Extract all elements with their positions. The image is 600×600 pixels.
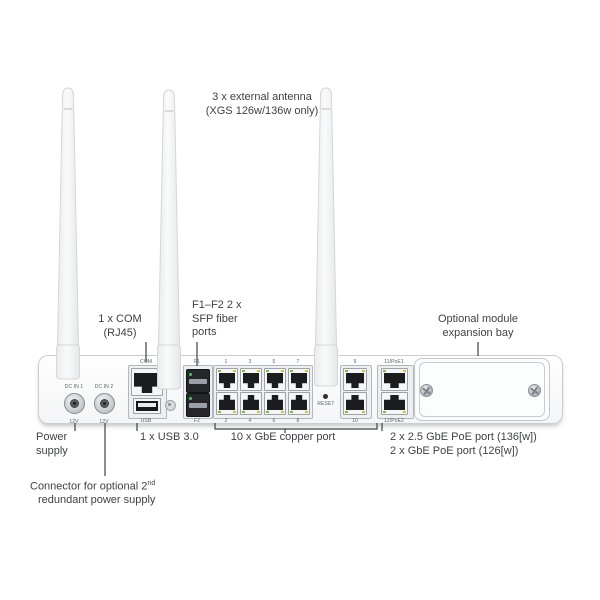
- port-label-2: 2: [224, 418, 228, 424]
- port-label-12-poe2: 12/PoE2: [384, 418, 404, 424]
- port-label-9: 9: [353, 359, 357, 365]
- callout-sfp: F1–F2 2 x SFP fiber ports: [192, 299, 242, 338]
- ethernet-port-8: [288, 392, 310, 415]
- reset-button: [323, 394, 328, 399]
- callout-copper: 10 x GbE copper port: [230, 431, 336, 443]
- usb-port-label: USB: [140, 418, 152, 424]
- bay-screw-left: [420, 384, 433, 397]
- callout-redundant-power: Connector for optional 2nd redundant pow…: [30, 480, 156, 507]
- antenna-left: [56, 87, 80, 380]
- antenna-note-line2: (XGS 126w/136w only): [205, 104, 319, 117]
- usb-port: [133, 398, 161, 414]
- ethernet-port-6: [264, 392, 286, 415]
- port-label-8: 8: [296, 418, 300, 424]
- poe-port-12: [381, 392, 408, 415]
- callout-expansion-bay: Optional module expansion bay: [437, 313, 519, 339]
- port-label-11-poe1: 11/PoE1: [384, 359, 404, 365]
- dc-in-1-voltage: 12V: [69, 419, 79, 425]
- com-port-label: COM: [140, 359, 152, 365]
- poe-port-11: [381, 368, 408, 391]
- dc-in-2-voltage: 12V: [99, 419, 109, 425]
- sfp-port-f1: [186, 369, 210, 393]
- ethernet-port-1: [216, 368, 238, 391]
- port-label-6: 6: [272, 418, 276, 424]
- expansion-bay-panel: [419, 362, 545, 417]
- dc-in-2-connector: [94, 393, 115, 414]
- antenna-right: [314, 87, 338, 387]
- antenna-note: 3 x external antenna (XGS 126w/136w only…: [206, 91, 319, 118]
- antenna-note-line1: 3 x external antenna: [212, 91, 312, 103]
- callout-power-supply: Power supply: [36, 431, 68, 457]
- port-label-3: 3: [248, 359, 252, 365]
- ethernet-port-4: [240, 392, 262, 415]
- port-label-4: 4: [248, 418, 252, 424]
- bay-screw-right: [528, 384, 541, 397]
- dc-in-2-label: DC IN 2: [94, 384, 114, 390]
- ethernet-port-7: [288, 368, 310, 391]
- sfp-f2-label: F2: [193, 418, 201, 424]
- ethernet-port-9: [343, 368, 367, 391]
- dc-in-1-label: DC IN 1: [64, 384, 84, 390]
- port-label-1: 1: [224, 359, 228, 365]
- bracket-copper-ports: [214, 423, 378, 433]
- callout-com: 1 x COM (RJ45): [98, 313, 142, 339]
- callout-usb: 1 x USB 3.0: [140, 431, 199, 443]
- ethernet-port-3: [240, 368, 262, 391]
- port-label-7: 7: [296, 359, 300, 365]
- port-label-10: 10: [352, 418, 358, 424]
- dc-in-1-connector: [64, 393, 85, 414]
- ethernet-port-10: [343, 392, 367, 415]
- ethernet-port-5: [264, 368, 286, 391]
- reset-label: RESET: [317, 401, 335, 407]
- sfp-f1-label: F1: [193, 359, 201, 365]
- port-label-5: 5: [272, 359, 276, 365]
- callout-poe: 2 x 2.5 GbE PoE port (136[w]) 2 x GbE Po…: [390, 431, 537, 457]
- sfp-port-f2: [186, 393, 210, 417]
- ethernet-port-2: [216, 392, 238, 415]
- panel-screw: [165, 400, 176, 411]
- com-rj45-port: [131, 368, 163, 396]
- antenna-middle: [157, 89, 181, 390]
